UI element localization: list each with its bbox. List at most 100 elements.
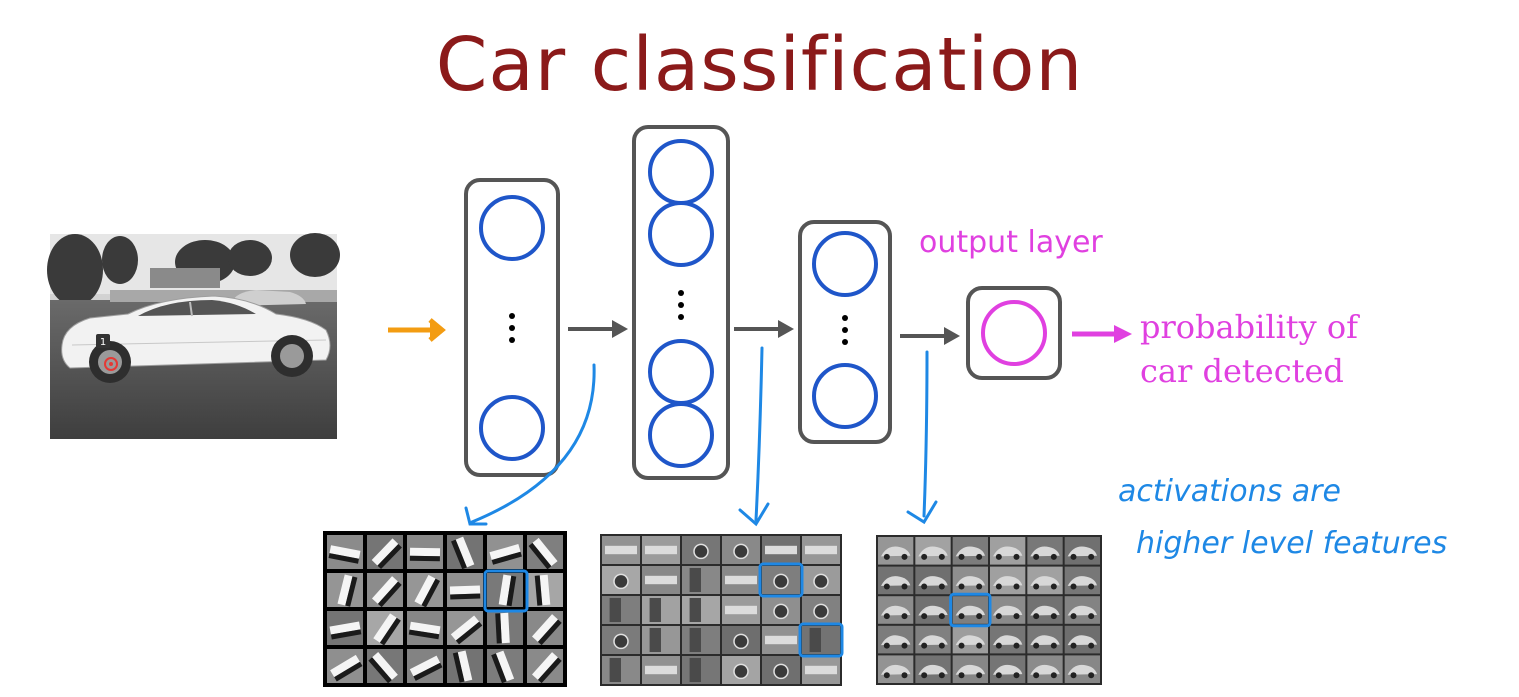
activation-arrow-3: [922, 350, 929, 518]
edge-features-grid: [323, 531, 567, 687]
feature-tile: [990, 566, 1026, 595]
probability-line-1: probability of: [1140, 308, 1359, 346]
highlight-box: [758, 562, 804, 598]
feature-tile: [527, 573, 563, 607]
feature-tile: [447, 611, 483, 645]
neuron: [812, 231, 878, 297]
probability-line-2: car detected: [1140, 352, 1344, 390]
feature-tile: [642, 656, 680, 684]
output-layer: [966, 286, 1062, 380]
feature-tile: [682, 596, 720, 624]
neuron: [479, 195, 545, 261]
feature-tile: [762, 536, 800, 564]
layer-box: [464, 178, 560, 477]
feature-tile: [447, 649, 483, 683]
feature-tile: [802, 656, 840, 684]
feature-tile: [447, 535, 483, 570]
feature-tile: [762, 596, 800, 624]
feature-tile: [327, 611, 363, 645]
feature-tile: [407, 649, 443, 683]
feature-tile: [602, 626, 640, 654]
feature-tile: [527, 535, 563, 570]
feature-tile: [682, 566, 720, 594]
feature-tile: [990, 655, 1026, 683]
neuron: [648, 201, 714, 267]
feature-tile: [1064, 625, 1100, 654]
feature-tile: [878, 655, 914, 683]
activation-arrow-2: [754, 346, 764, 522]
feature-tile: [762, 656, 800, 684]
feature-tile: [407, 611, 443, 645]
neuron: [479, 395, 545, 461]
feature-tile: [642, 626, 680, 654]
image-badge-number: 1: [100, 337, 106, 348]
layer-box: [798, 220, 892, 444]
highlight-box: [949, 592, 992, 628]
part-features-grid: [600, 534, 844, 686]
layer-box: [632, 125, 730, 480]
feature-tile: [1027, 625, 1063, 654]
hidden-layer-1: [464, 178, 560, 477]
highlight-box: [798, 622, 844, 658]
feature-tile: [1027, 655, 1063, 683]
feature-tile: [878, 596, 914, 624]
feature-tile: [878, 537, 914, 565]
activation-arrow-head-3: [906, 500, 938, 525]
feature-tile: [602, 656, 640, 684]
feature-tile: [407, 535, 443, 569]
ellipsis: [842, 315, 848, 345]
feature-tile: [447, 573, 483, 607]
ellipsis: [678, 290, 684, 320]
feature-tile: [367, 573, 403, 608]
input-arrow: [388, 318, 446, 342]
activation-arrow-head-2: [738, 502, 770, 527]
feature-tile: [915, 655, 951, 683]
feature-tile: [878, 625, 914, 654]
feature-tile: [915, 537, 951, 565]
feature-tile: [327, 649, 363, 683]
note-line-1: activations are: [1118, 474, 1341, 509]
feature-tile: [990, 596, 1026, 624]
neuron: [812, 363, 878, 429]
ellipsis: [509, 313, 515, 343]
feature-tile: [602, 536, 640, 564]
feature-tile: [367, 649, 403, 684]
layer-box: [966, 286, 1062, 380]
output-neuron: [981, 300, 1047, 366]
layer-arrow: [900, 327, 960, 345]
feature-tile: [952, 655, 988, 683]
feature-tile: [952, 566, 988, 595]
feature-tile: [682, 656, 720, 684]
activation-arrow-head-1: [464, 506, 488, 526]
feature-tile: [915, 566, 951, 595]
feature-tile: [367, 611, 403, 646]
input-car-image: 1: [47, 233, 340, 439]
feature-tile: [1064, 655, 1100, 683]
feature-tile: [602, 596, 640, 624]
probability-label: probability of car detected: [1140, 305, 1440, 393]
feature-tile: [915, 596, 951, 624]
feature-tile: [915, 625, 951, 654]
feature-tile: [802, 566, 840, 594]
note-line-2: higher level features: [1136, 526, 1448, 561]
feature-tile: [487, 535, 523, 569]
feature-tile: [642, 596, 680, 624]
feature-tile: [642, 566, 680, 594]
output-arrow: [1072, 325, 1132, 343]
feature-tile: [802, 596, 840, 624]
neuron: [648, 339, 714, 405]
feature-tile: [327, 573, 363, 607]
feature-tile: [722, 536, 760, 564]
feature-tile: [527, 611, 563, 646]
hidden-layer-2: [632, 125, 730, 480]
feature-tile: [722, 626, 760, 654]
layer-arrow: [568, 320, 628, 338]
feature-tile: [802, 626, 840, 654]
feature-tile: [327, 535, 363, 569]
feature-tile: [878, 566, 914, 595]
feature-tile: [762, 566, 800, 594]
feature-tile: [407, 573, 443, 608]
feature-tile: [722, 596, 760, 624]
